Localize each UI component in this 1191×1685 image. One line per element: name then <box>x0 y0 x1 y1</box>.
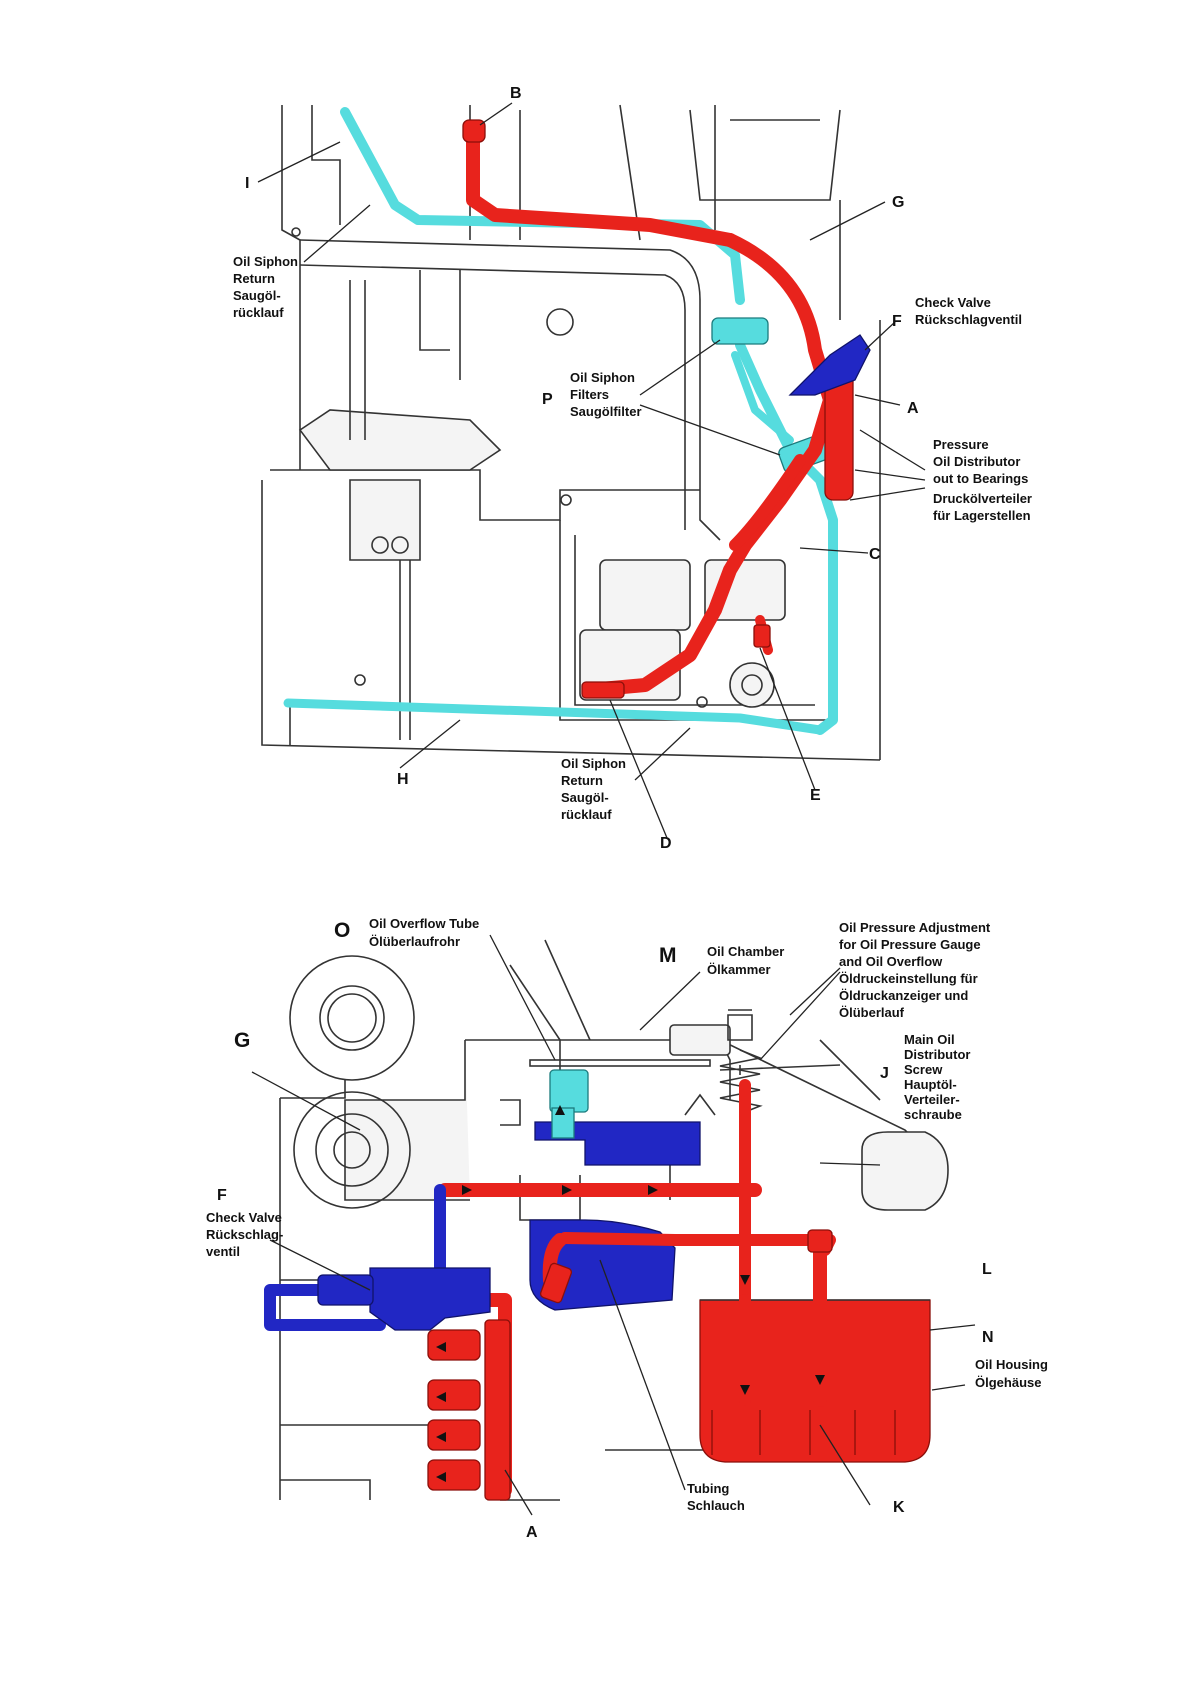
pressure-fitting-right <box>807 1229 833 1253</box>
pressure-oil-fitting-e <box>753 624 771 648</box>
top-leader-lines <box>257 102 926 839</box>
pressure-oil-path <box>466 123 837 697</box>
label-i: I <box>245 175 249 192</box>
bottom-diagram: O M G J F L N A K Oil Overflow Tube Ölüb… <box>206 916 1052 1541</box>
main-distributor-block <box>484 1319 511 1501</box>
top-diagram: B I G F P A C H E D Oil Siphon Return Sa… <box>233 85 1036 852</box>
label-pressure-distributor: Pressure Oil Distributor out to Bearings… <box>933 437 1036 523</box>
label-g: G <box>892 194 904 211</box>
oil-siphon-filter-upper <box>711 317 769 345</box>
label-f-bottom: F <box>217 1187 227 1204</box>
label-overflow-tube: Oil Overflow Tube Ölüberlaufrohr <box>369 916 483 949</box>
label-f: F <box>892 313 902 330</box>
label-n: N <box>982 1329 994 1346</box>
pressure-oil-fitting-b <box>462 119 486 143</box>
label-main-distributor: Main Oil Distributor Screw Hauptöl- Vert… <box>904 1032 974 1122</box>
oil-overflow-tube <box>549 1069 589 1113</box>
label-h: H <box>397 771 409 788</box>
label-siphon-return-bottom: Oil Siphon Return Saugöl- rücklauf <box>561 756 630 822</box>
label-siphon-filters: Oil Siphon Filters Saugölfilter <box>570 370 642 419</box>
label-l: L <box>982 1261 992 1278</box>
label-b: B <box>510 85 522 102</box>
check-valve-bottom-fitting <box>317 1274 374 1306</box>
label-j: J <box>880 1065 889 1082</box>
bottom-leader-lines <box>251 934 976 1516</box>
label-c: C <box>869 546 881 563</box>
label-k: K <box>893 1499 905 1516</box>
tubing-fitting <box>539 1262 573 1304</box>
oil-housing-ribs <box>711 1410 896 1455</box>
bottom-check-valve-loop <box>264 1184 446 1331</box>
label-oil-housing: Oil Housing Ölgehäuse <box>975 1357 1052 1390</box>
label-a: A <box>907 400 919 417</box>
flow-arrows <box>436 1105 825 1482</box>
oil-chamber-reservoir <box>534 1121 701 1166</box>
label-o: O <box>334 919 350 942</box>
distributor-outlets <box>427 1329 481 1491</box>
label-e: E <box>810 787 821 804</box>
label-check-valve-top: Check Valve Rückschlagventil <box>915 295 1022 327</box>
check-valve-top <box>788 334 871 396</box>
label-oil-chamber: Oil Chamber Ölkammer <box>707 944 788 977</box>
label-g-bottom: G <box>234 1029 250 1052</box>
oil-overflow-tube-stem <box>551 1107 575 1139</box>
label-a-bottom: A <box>526 1524 538 1541</box>
label-m: M <box>659 944 677 967</box>
bottom-machine-body <box>279 939 949 1501</box>
label-siphon-return-top: Oil Siphon Return Saugöl- rücklauf <box>233 254 302 320</box>
label-pressure-adjustment: Oil Pressure Adjustment for Oil Pressure… <box>839 920 994 1020</box>
label-p: P <box>542 391 553 408</box>
label-d: D <box>660 835 672 852</box>
label-check-valve-bottom: Check Valve Rückschlag- ventil <box>206 1210 287 1259</box>
label-tubing: Tubing Schlauch <box>687 1481 745 1513</box>
pressure-oil-fitting-d <box>581 681 625 699</box>
check-valve-bottom <box>369 1267 491 1331</box>
